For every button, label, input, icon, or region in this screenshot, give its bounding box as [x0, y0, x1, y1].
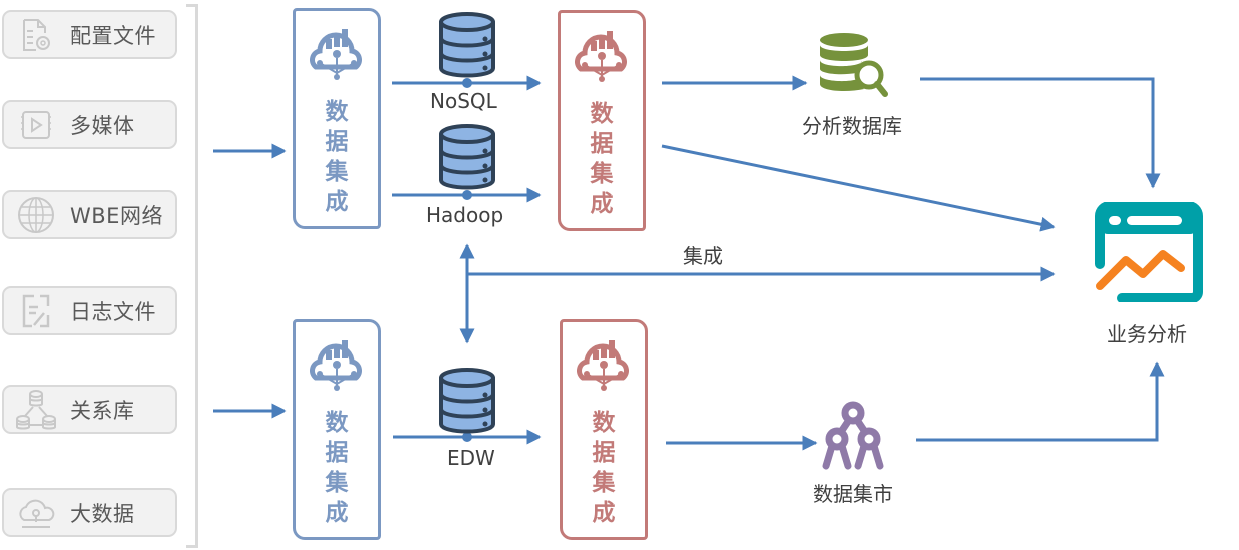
business-analysis-icon	[1095, 202, 1203, 302]
sources-bracket	[186, 4, 198, 548]
integration-box-bottom-right: 数据集成	[560, 319, 648, 540]
data-mart-label: 数据集市	[813, 482, 893, 506]
cloud-data-icon	[16, 493, 56, 533]
hadoop-junction	[462, 190, 472, 200]
analysis-database-icon	[820, 33, 888, 97]
hadoop-label: Hadoop	[426, 203, 504, 227]
edw-junction	[462, 432, 472, 442]
cloud-integration-icon	[310, 340, 362, 391]
source-label: 大数据	[70, 501, 135, 526]
nosql-database-icon	[439, 12, 495, 78]
source-label: 关系库	[70, 398, 135, 423]
globe-icon	[16, 195, 56, 235]
source-relational-db: 关系库	[2, 385, 177, 434]
cloud-integration-icon	[310, 29, 362, 80]
hadoop-database-icon	[439, 124, 495, 190]
cloud-integration-icon	[577, 340, 629, 391]
nosql-junction	[462, 78, 472, 88]
arrow-data-mart-to-business	[916, 361, 1165, 442]
log-file-icon	[16, 291, 56, 331]
relational-db-icon	[16, 389, 56, 430]
integration-box-top-left: 数据集成	[293, 8, 381, 229]
source-web: WBE网络	[2, 190, 177, 239]
source-label: WBE网络	[70, 203, 163, 228]
integration-label: 数据集成	[325, 99, 349, 215]
integration-box-top-right: 数据集成	[558, 10, 646, 231]
source-label: 多媒体	[70, 113, 135, 138]
integration-link-label: 集成	[683, 244, 723, 268]
source-label: 配置文件	[70, 23, 156, 48]
arrow-analysis-db-to-business	[920, 77, 1161, 189]
integration-label: 数据集成	[325, 410, 349, 526]
source-big-data: 大数据	[2, 488, 177, 537]
integration-label: 数据集成	[590, 101, 614, 217]
data-mart-icon	[822, 401, 884, 470]
integration-box-bottom-left: 数据集成	[293, 319, 381, 540]
source-config-file: 配置文件	[2, 10, 177, 59]
edw-database-icon	[439, 368, 495, 434]
business-analysis-label: 业务分析	[1107, 322, 1187, 346]
config-file-icon	[16, 15, 56, 55]
multimedia-icon	[16, 105, 56, 145]
analysis-database-label: 分析数据库	[802, 114, 902, 138]
cloud-integration-icon	[575, 31, 627, 82]
source-multimedia: 多媒体	[2, 100, 177, 149]
source-label: 日志文件	[70, 299, 156, 324]
arrow-integ-to-business	[661, 144, 1056, 232]
nosql-label: NoSQL	[430, 89, 497, 113]
integration-label: 数据集成	[592, 410, 616, 526]
source-log-file: 日志文件	[2, 286, 177, 335]
edw-label: EDW	[447, 446, 495, 470]
